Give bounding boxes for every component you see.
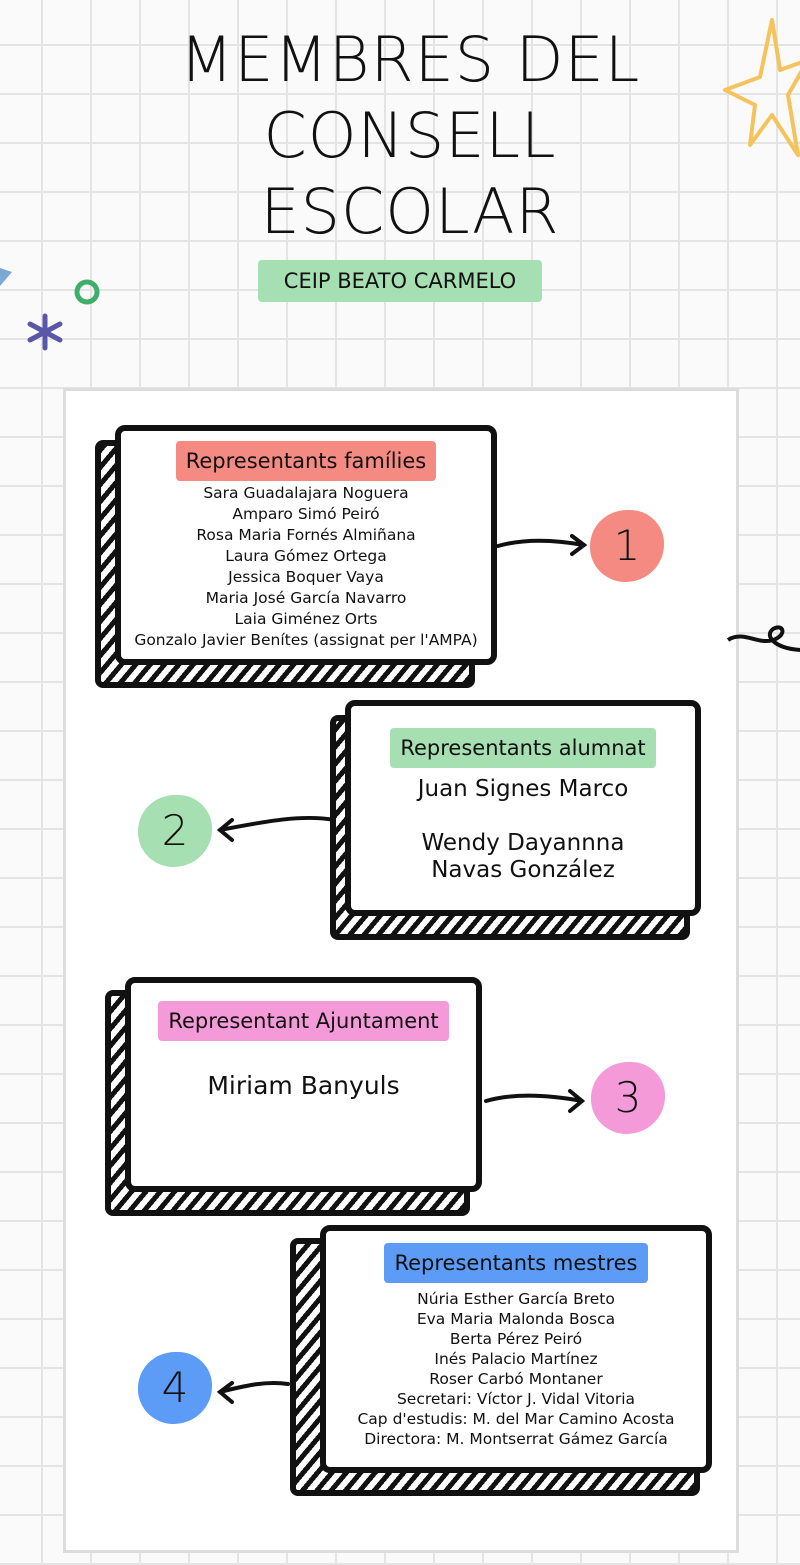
card-label: Representant Ajuntament [158, 1001, 449, 1041]
page-title: MEMBRES DEL CONSELL ESCOLAR [0, 22, 800, 250]
squiggle-icon [726, 625, 800, 652]
member: Núria Esther García Breto [417, 1290, 615, 1308]
member: Jessica Boquer Vaya [228, 568, 384, 586]
member: Wendy Dayannna Navas González [421, 830, 625, 883]
member: Amparo Simó Peiró [232, 505, 380, 523]
arrow-right-icon [496, 534, 588, 556]
card-label: Representants mestres [384, 1243, 648, 1283]
member: Roser Carbó Montaner [429, 1370, 603, 1388]
arrow-right-icon [484, 1089, 586, 1113]
title-line: MEMBRES DEL [179, 23, 641, 96]
member-list: Sara Guadalajara Noguera Amparo Simó Pei… [121, 483, 491, 651]
card-label: Representants alumnat [390, 728, 656, 768]
star-icon [723, 18, 800, 157]
number-badge: 1 [590, 510, 664, 582]
triangle-icon [0, 268, 12, 286]
member: Miriam Banyuls [207, 1071, 400, 1100]
member: Laia Giménez Orts [234, 610, 378, 628]
title-line: ESCOLAR [260, 175, 560, 248]
number-badge: 4 [138, 1352, 212, 1424]
member: Gonzalo Javier Benítes (assignat per l'A… [134, 631, 478, 649]
number-badge: 3 [591, 1062, 665, 1134]
member: Inés Palacio Martínez [434, 1350, 598, 1368]
arrow-left-icon [216, 1380, 290, 1404]
member: Laura Gómez Ortega [225, 547, 387, 565]
member: Juan Signes Marco [417, 776, 629, 802]
member-list: Núria Esther García Breto Eva Maria Malo… [326, 1289, 706, 1449]
title-line: CONSELL [263, 99, 557, 172]
member: Secretari: Víctor J. Vidal Vitoria [396, 1390, 636, 1408]
card-label: Representants famílies [175, 441, 437, 481]
member: Directora: M. Montserrat Gámez García [364, 1430, 668, 1448]
card-students: Representants alumnat Juan Signes Marco … [345, 700, 701, 916]
ring-icon [74, 279, 100, 305]
member: Sara Guadalajara Noguera [203, 484, 409, 502]
card-teachers: Representants mestres Núria Esther Garcí… [320, 1225, 712, 1473]
number-badge: 2 [138, 795, 212, 867]
asterisk-icon [27, 313, 63, 351]
arrow-left-icon [216, 815, 336, 842]
member: Rosa Maria Fornés Almiñana [196, 526, 416, 544]
card-council: Representant Ajuntament Miriam Banyuls [125, 977, 482, 1192]
school-badge: CEIP BEATO CARMELO [258, 260, 542, 302]
card-families: Representants famílies Sara Guadalajara … [115, 425, 497, 665]
member: Maria José García Navarro [205, 589, 407, 607]
member: Cap d'estudis: M. del Mar Camino Acosta [357, 1410, 675, 1428]
member: Eva Maria Malonda Bosca [416, 1310, 616, 1328]
member: Berta Pérez Peiró [449, 1330, 583, 1348]
